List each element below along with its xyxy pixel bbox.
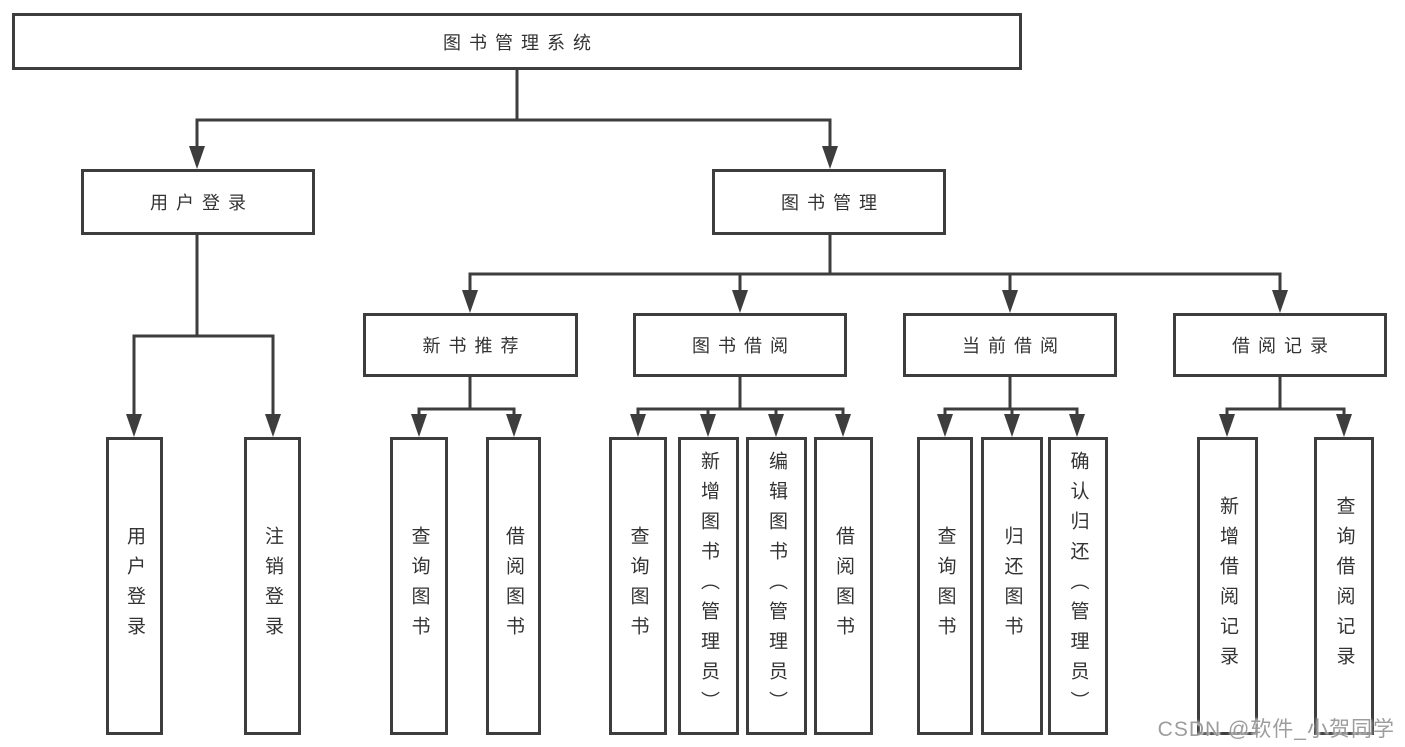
- node-user-login: 用户登录: [81, 169, 315, 235]
- leaf-borrow-book-recommend: 借阅图书: [486, 437, 541, 735]
- leaf-query-book-borrow: 查询图书: [609, 437, 667, 735]
- leaf-edit-book-admin: 编辑图书（管理员）: [746, 437, 807, 735]
- node-current-borrow: 当前借阅: [903, 313, 1117, 377]
- node-borrow-record: 借阅记录: [1173, 313, 1387, 377]
- leaf-confirm-return-admin: 确认归还（管理员）: [1048, 437, 1108, 735]
- leaf-user-login: 用户登录: [106, 437, 163, 735]
- leaf-return-book: 归还图书: [981, 437, 1043, 735]
- leaf-add-borrow-record: 新增借阅记录: [1197, 437, 1258, 735]
- arrowhead-icons: [126, 146, 1352, 437]
- node-new-book-recommend: 新书推荐: [363, 313, 578, 377]
- node-book-borrow: 图书借阅: [633, 313, 847, 377]
- leaf-query-book-current: 查询图书: [917, 437, 973, 735]
- leaf-borrow-book: 借阅图书: [814, 437, 873, 735]
- leaf-query-book-recommend: 查询图书: [390, 437, 448, 735]
- node-book-management: 图书管理: [712, 169, 946, 235]
- csdn-watermark: CSDN @软件_小贺同学: [1157, 718, 1395, 741]
- leaf-query-borrow-record: 查询借阅记录: [1314, 437, 1374, 735]
- leaf-add-book-admin: 新增图书（管理员）: [678, 437, 739, 735]
- node-root-system: 图书管理系统: [12, 13, 1022, 70]
- leaf-logout: 注销登录: [244, 437, 301, 735]
